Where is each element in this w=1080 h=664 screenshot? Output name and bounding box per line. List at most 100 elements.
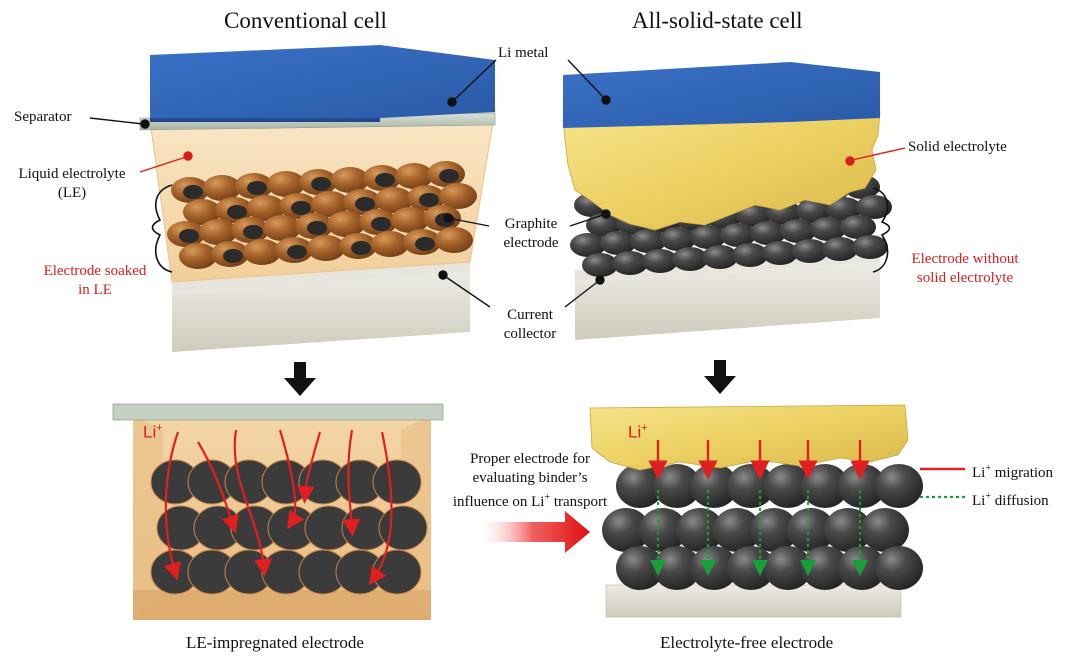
coated-particle	[203, 175, 241, 201]
box-separator	[112, 403, 444, 421]
brace-without	[872, 187, 891, 273]
legend-migration-post: migration	[990, 465, 1054, 481]
coated-particle	[183, 199, 221, 225]
conventional-cell	[139, 45, 496, 352]
graphite-particle	[732, 243, 768, 267]
coated-particle	[391, 207, 429, 233]
li-ion-left-sup: +	[156, 422, 163, 434]
box-bare-particle	[787, 508, 835, 552]
label-electrode-soaked: Electrode soaked in LE	[30, 262, 160, 300]
label-electrode-soaked-line1: Electrode soaked	[43, 263, 147, 279]
graphite-particle	[600, 231, 636, 255]
label-graphite-line1: Graphite	[504, 216, 558, 232]
graphite-particle	[810, 217, 846, 241]
box-bare-particle	[602, 508, 650, 552]
label-liquid-electrolyte: Liquid electrolyte (LE)	[2, 165, 142, 203]
legend-diffusion-label: Li+ diffusion	[972, 487, 1049, 511]
legend-diffusion-pre: Li	[972, 493, 986, 509]
box-collector	[605, 584, 902, 618]
legend-migration-sup: +	[985, 463, 991, 474]
box-bare-particle	[713, 508, 761, 552]
box-soaked-particle	[378, 505, 428, 551]
graphite-particle	[612, 251, 648, 275]
li-ion-right-text: Li	[628, 422, 642, 442]
li-migration-curves	[164, 429, 393, 586]
label-liquid-electrolyte-line1: Liquid electrolyte	[18, 166, 126, 182]
exposed-graphite	[183, 185, 203, 199]
coated-particle	[311, 191, 349, 217]
box-bare-particle	[616, 546, 664, 590]
label-current-line2: collector	[503, 326, 557, 342]
label-solid-electrolyte: Solid electrolyte	[908, 139, 1007, 155]
label-proper-line1: Proper electrode for	[470, 451, 590, 467]
exposed-graphite	[375, 173, 395, 187]
graphite-particle	[852, 235, 888, 259]
box-soaked-particle	[372, 549, 422, 595]
coated-particle	[435, 227, 473, 253]
coated-particle	[327, 211, 365, 237]
exposed-graphite	[223, 249, 243, 263]
legend-migration-label: Li+ migration	[972, 459, 1053, 483]
box-bare-particle	[653, 546, 701, 590]
soaked-graphite-particles	[167, 161, 477, 269]
box-bare-particle	[875, 464, 923, 508]
exposed-graphite	[291, 201, 311, 215]
exposed-graphite	[351, 241, 371, 255]
label-current-line1: Current	[507, 307, 553, 323]
title-conventional: Conventional cell	[224, 8, 387, 33]
box-bare-particles	[602, 464, 923, 590]
label-proper-line3-pre: influence on Li	[452, 494, 545, 510]
box-bare-particle	[875, 546, 923, 590]
coated-particle	[179, 243, 217, 269]
graphite-particle	[642, 249, 678, 273]
box-soaked-particle	[372, 459, 422, 505]
box-bare-particle	[639, 508, 687, 552]
legend-diffusion-post: diffusion	[990, 493, 1049, 509]
graphite-particle	[822, 237, 858, 261]
box-bare-particle	[838, 464, 886, 508]
caption-left: LE-impregnated electrode	[186, 633, 364, 652]
graphite-particle	[690, 225, 726, 249]
box-bare-particle	[676, 508, 724, 552]
li-metal-right	[563, 62, 880, 128]
red-leader-lines	[139, 147, 906, 173]
li-diffusion-arrows	[650, 490, 868, 576]
box-bare-particle	[801, 546, 849, 590]
exposed-graphite	[307, 221, 327, 235]
graphite-particle	[840, 215, 876, 239]
transition-arrow	[475, 511, 590, 553]
label-proper-line3-sup: +	[544, 492, 551, 503]
down-arrow-right	[704, 360, 736, 394]
label-graphite-line2: electrode	[503, 235, 559, 251]
label-li-metal: Li metal	[498, 45, 549, 61]
graphite-particle	[720, 223, 756, 247]
le-impregnated-box	[112, 403, 444, 620]
exposed-graphite	[243, 225, 263, 239]
label-electrode-without-line2: solid electrolyte	[916, 270, 1014, 286]
exposed-graphite	[227, 205, 247, 219]
graphite-particle	[660, 227, 696, 251]
graphite-particle	[586, 213, 622, 237]
box-bare-particle	[750, 508, 798, 552]
label-electrode-without-line1: Electrode without	[911, 251, 1019, 267]
li-metal-left	[150, 45, 495, 118]
exposed-graphite	[287, 245, 307, 259]
label-separator: Separator	[14, 109, 72, 125]
exposed-graphite	[311, 177, 331, 191]
down-arrow-left	[284, 362, 316, 396]
label-proper-line3: influence on Li+ transport	[440, 488, 620, 512]
exposed-graphite	[415, 237, 435, 251]
label-graphite-electrode: Graphite electrode	[491, 215, 571, 253]
graphite-particle	[762, 241, 798, 265]
li-ion-label-left: Li+	[143, 422, 163, 443]
coated-particle	[371, 231, 409, 257]
label-electrode-without: Electrode without solid electrolyte	[895, 250, 1035, 288]
box-solid-electrolyte	[589, 404, 909, 471]
leader-lines	[89, 59, 611, 308]
label-proper-line3-post: transport	[550, 494, 608, 510]
coated-particle	[199, 219, 237, 245]
exposed-graphite	[419, 193, 439, 207]
coated-particle	[395, 163, 433, 189]
